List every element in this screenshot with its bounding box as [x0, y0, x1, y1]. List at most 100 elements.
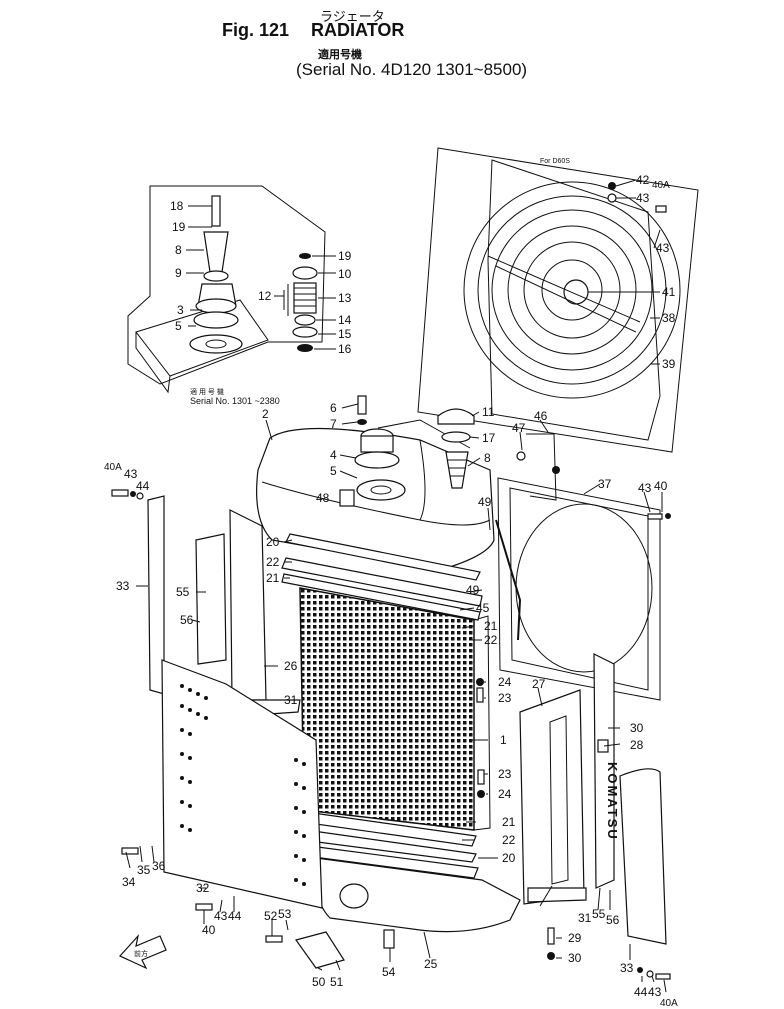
- callout-48[interactable]: 48: [316, 491, 330, 505]
- callout-40[interactable]: 40: [202, 923, 216, 937]
- callout-40a-bottom[interactable]: 40A: [660, 998, 678, 1009]
- callout-22a[interactable]: 22: [266, 555, 280, 569]
- callout-3[interactable]: 3: [177, 303, 184, 317]
- callout-21a[interactable]: 21: [266, 571, 280, 585]
- lower-tank: [295, 857, 521, 969]
- callout-30b[interactable]: 30: [568, 951, 582, 965]
- inset-filler-assembly: [127, 185, 326, 394]
- callout-21c[interactable]: 21: [502, 815, 516, 829]
- callout-39[interactable]: 39: [662, 357, 676, 371]
- callout-40a-left[interactable]: 40A: [104, 462, 122, 473]
- callout-38[interactable]: 38: [662, 311, 676, 325]
- callout-2[interactable]: 2: [262, 407, 269, 421]
- callout-19[interactable]: 19: [172, 220, 186, 234]
- callout-20b[interactable]: 20: [502, 851, 516, 865]
- callout-49a[interactable]: 49: [478, 495, 492, 509]
- callout-29[interactable]: 29: [568, 931, 582, 945]
- callout-20a[interactable]: 20: [266, 535, 280, 549]
- callout-24b[interactable]: 24: [498, 787, 512, 801]
- callout-50[interactable]: 50: [312, 975, 326, 989]
- callout-56b[interactable]: 56: [606, 913, 620, 927]
- callout-46[interactable]: 46: [534, 409, 548, 423]
- callout-10[interactable]: 10: [338, 267, 352, 281]
- callout-56a[interactable]: 56: [180, 613, 194, 627]
- inset-fan-guard: [417, 147, 699, 453]
- callout-47[interactable]: 47: [512, 421, 526, 435]
- callout-40a-top[interactable]: 40A: [652, 180, 670, 191]
- callout-8b[interactable]: 8: [484, 451, 491, 465]
- callout-44a[interactable]: 44: [136, 479, 150, 493]
- callout-6[interactable]: 6: [330, 401, 337, 415]
- callout-26[interactable]: 26: [284, 659, 298, 673]
- callout-40a[interactable]: 40: [654, 479, 668, 493]
- callout-9[interactable]: 9: [175, 266, 182, 280]
- callout-30a[interactable]: 30: [630, 721, 644, 735]
- callout-14[interactable]: 14: [338, 313, 352, 327]
- part-callouts: 18 19 8 9 3 5 19 10 12 13 14 15 16 42 40…: [104, 173, 678, 1009]
- callout-44b[interactable]: 44: [228, 909, 242, 923]
- callout-27[interactable]: 27: [532, 677, 546, 691]
- callout-43f[interactable]: 43: [648, 985, 662, 999]
- callout-12[interactable]: 12: [258, 289, 272, 303]
- callout-28[interactable]: 28: [630, 738, 644, 752]
- callout-8[interactable]: 8: [175, 243, 182, 257]
- callout-5b[interactable]: 5: [330, 464, 337, 478]
- callout-55a[interactable]: 55: [176, 585, 190, 599]
- callout-24a[interactable]: 24: [498, 675, 512, 689]
- fasteners: [476, 513, 671, 798]
- callout-23a[interactable]: 23: [498, 691, 512, 705]
- callout-54[interactable]: 54: [382, 965, 396, 979]
- callout-1[interactable]: 1: [500, 733, 507, 747]
- callout-32[interactable]: 32: [196, 881, 210, 895]
- callout-37[interactable]: 37: [598, 477, 612, 491]
- callout-22b[interactable]: 22: [484, 633, 498, 647]
- callout-43a[interactable]: 43: [636, 191, 650, 205]
- callout-42[interactable]: 42: [636, 173, 650, 187]
- inset-caption-model: For D60S: [540, 158, 570, 165]
- callout-33b[interactable]: 33: [620, 961, 634, 975]
- callout-43d[interactable]: 43: [638, 481, 652, 495]
- callout-15[interactable]: 15: [338, 327, 352, 341]
- upper-tank: [256, 395, 495, 571]
- callout-43c[interactable]: 43: [124, 467, 138, 481]
- callout-43e[interactable]: 43: [214, 909, 228, 923]
- front-direction-arrow[interactable]: [119, 933, 167, 970]
- callout-7[interactable]: 7: [330, 417, 337, 431]
- inset-caption-japanese: 適 用 号 機: [190, 387, 224, 396]
- callout-18[interactable]: 18: [170, 199, 184, 213]
- callout-25[interactable]: 25: [424, 957, 438, 971]
- serial-range: (Serial No. 4D120 1301~8500): [296, 60, 528, 79]
- callout-49b[interactable]: 49: [466, 583, 480, 597]
- callout-45[interactable]: 45: [476, 601, 490, 615]
- callout-34[interactable]: 34: [122, 875, 136, 889]
- callout-21b[interactable]: 21: [484, 619, 498, 633]
- callout-22c[interactable]: 22: [502, 833, 516, 847]
- callout-33a[interactable]: 33: [116, 579, 130, 593]
- callout-36[interactable]: 36: [152, 859, 166, 873]
- callout-31a[interactable]: 31: [284, 693, 298, 707]
- callout-55b[interactable]: 55: [592, 907, 606, 921]
- callout-16[interactable]: 16: [338, 342, 352, 356]
- callout-51[interactable]: 51: [330, 975, 344, 989]
- title-japanese: ラジェータ: [320, 9, 385, 24]
- callout-31b[interactable]: 31: [578, 911, 592, 925]
- callout-43b[interactable]: 43: [656, 241, 670, 255]
- callout-13[interactable]: 13: [338, 291, 352, 305]
- callout-44c[interactable]: 44: [634, 985, 648, 999]
- callout-11[interactable]: 11: [482, 405, 495, 419]
- callout-53[interactable]: 53: [278, 907, 292, 921]
- callout-5[interactable]: 5: [175, 319, 182, 333]
- callout-19b[interactable]: 19: [338, 249, 352, 263]
- callout-4[interactable]: 4: [330, 448, 337, 462]
- brand-nameplate: KOMATSU: [605, 762, 620, 841]
- callout-23b[interactable]: 23: [498, 767, 512, 781]
- callout-52[interactable]: 52: [264, 909, 278, 923]
- inset-caption-serial: Serial No. 1301 ~2380: [190, 396, 280, 406]
- callout-41[interactable]: 41: [662, 285, 676, 299]
- callout-35[interactable]: 35: [137, 863, 151, 877]
- fan-shroud: [495, 433, 661, 701]
- callout-17[interactable]: 17: [482, 431, 496, 445]
